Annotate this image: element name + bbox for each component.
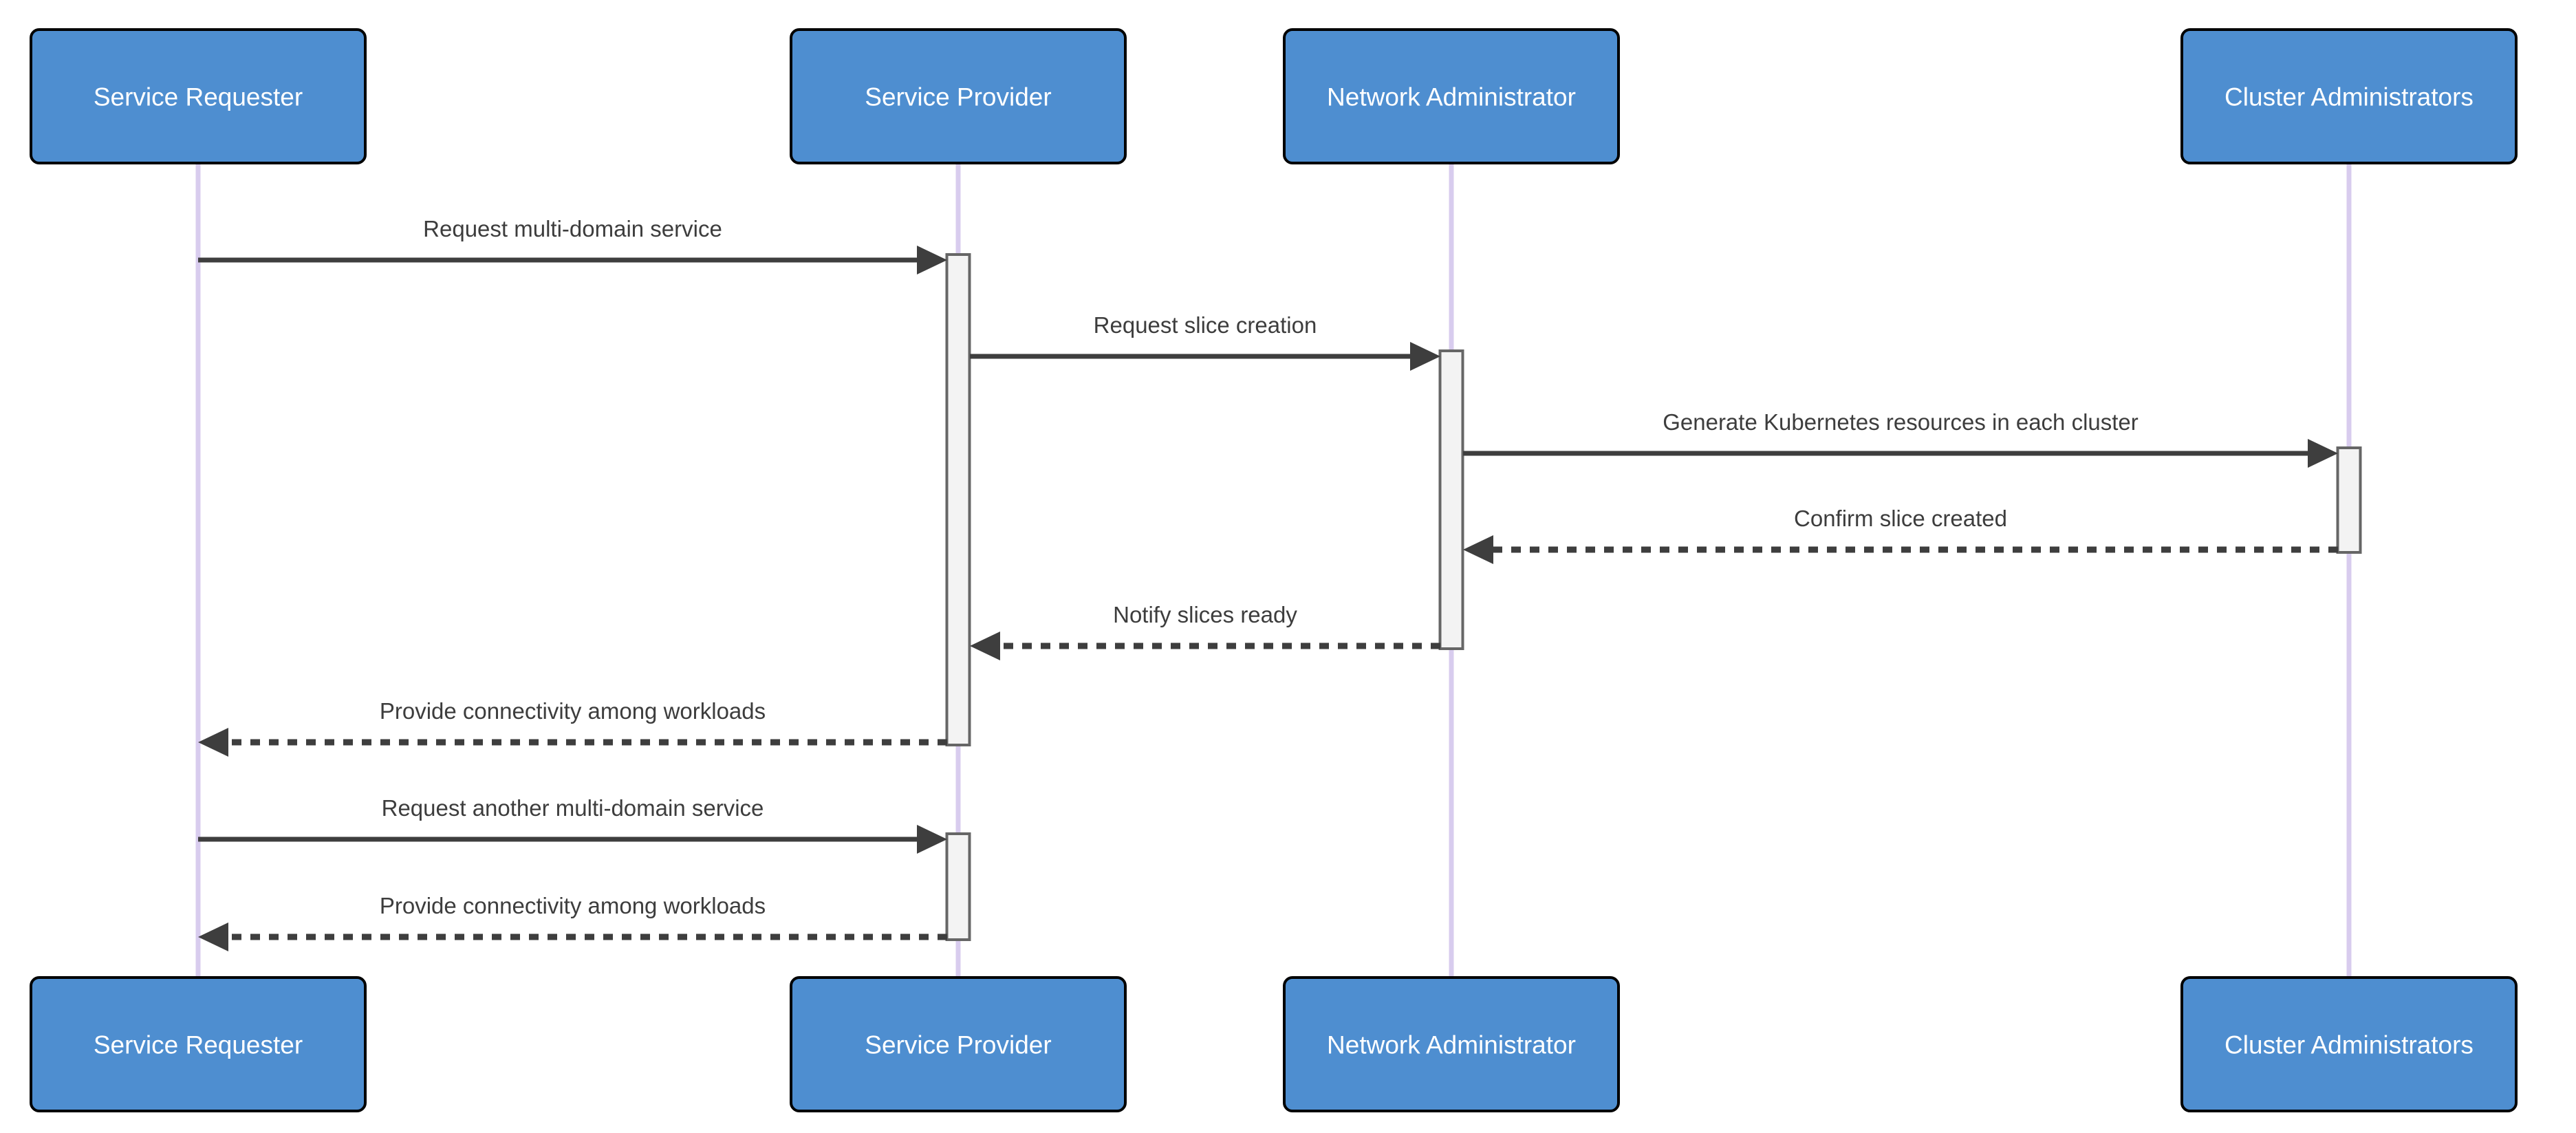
- actor-box-bottom-cluster-administrators: [2180, 976, 2518, 1112]
- message-arrowhead-7: [917, 825, 947, 854]
- actor-label-bottom-service-requester: Service Requester: [94, 1031, 303, 1059]
- actor-label-bottom-service-provider: Service Provider: [865, 1031, 1051, 1059]
- message-label-6: Provide connectivity among workloads: [380, 698, 766, 724]
- actor-label-top-cluster-administrators: Cluster Administrators: [2225, 83, 2474, 111]
- message-label-3: Generate Kubernetes resources in each cl…: [1663, 409, 2139, 435]
- message-arrowhead-8: [198, 922, 228, 951]
- actor-box-top-service-provider: [790, 28, 1127, 164]
- message-arrowhead-1: [917, 246, 947, 274]
- message-arrowhead-4: [1463, 535, 1493, 564]
- activation-bar-cluster-administrators-2: [2336, 446, 2362, 554]
- message-arrowhead-5: [970, 632, 1000, 660]
- actor-box-bottom-network-administrator: [1283, 976, 1620, 1112]
- message-label-4: Confirm slice created: [1794, 506, 2007, 531]
- message-arrowhead-2: [1410, 342, 1440, 371]
- actor-box-top-network-administrator: [1283, 28, 1620, 164]
- message-label-1: Request multi-domain service: [423, 216, 722, 241]
- activation-bar-network-administrator-1: [1438, 349, 1464, 650]
- activations-layer: [945, 253, 2362, 941]
- actor-box-top-cluster-administrators: [2180, 28, 2518, 164]
- message-label-8: Provide connectivity among workloads: [380, 893, 766, 918]
- message-arrowhead-3: [2308, 439, 2338, 468]
- message-arrowhead-6: [198, 728, 228, 757]
- lifelines-layer: [195, 163, 2352, 978]
- actor-label-bottom-network-administrator: Network Administrator: [1327, 1031, 1576, 1059]
- message-label-7: Request another multi-domain service: [382, 795, 764, 821]
- message-label-2: Request slice creation: [1094, 312, 1317, 338]
- message-label-5: Notify slices ready: [1113, 602, 1297, 627]
- actor-label-top-service-requester: Service Requester: [94, 83, 303, 111]
- activation-bar-service-provider-0: [945, 253, 971, 746]
- actor-label-top-service-provider: Service Provider: [865, 83, 1051, 111]
- actor-box-bottom-service-requester: [30, 976, 367, 1112]
- actor-label-bottom-cluster-administrators: Cluster Administrators: [2225, 1031, 2474, 1059]
- activation-bar-service-provider-3: [945, 832, 971, 941]
- actor-label-top-network-administrator: Network Administrator: [1327, 83, 1576, 111]
- actor-box-bottom-service-provider: [790, 976, 1127, 1112]
- actor-box-top-service-requester: [30, 28, 367, 164]
